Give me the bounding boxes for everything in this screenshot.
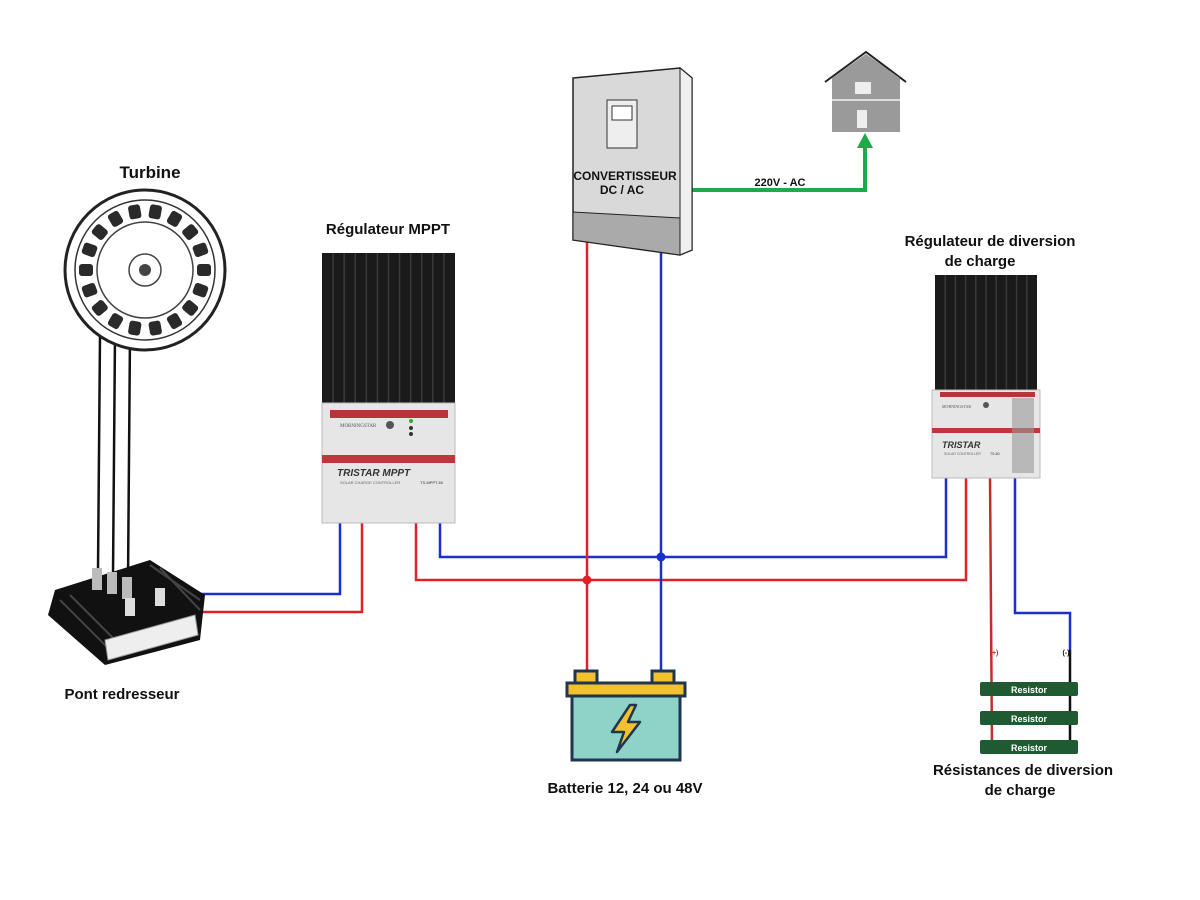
stator-coil	[107, 313, 124, 330]
diversion-neg-wire	[1013, 476, 1072, 650]
plus-label: (+)	[990, 650, 999, 657]
turbine-wire	[96, 334, 102, 571]
diversion-label-1: Régulateur de diversion	[905, 233, 1076, 250]
resistor: Resistor	[980, 711, 1078, 725]
turbine-wire	[111, 334, 117, 576]
stator-coil	[81, 242, 98, 258]
diversion-model: TS-60	[990, 452, 1000, 456]
mppt-brand: TRISTAR MPPT	[337, 468, 411, 479]
converter-label-2: DC / AC	[600, 183, 645, 197]
junction-pos	[582, 575, 592, 585]
converter-label-1: CONVERTISSEUR	[573, 169, 677, 183]
mppt-controller: MORNINGSTAR TRISTAR MPPT SOLAR CHARGE CO…	[321, 253, 456, 524]
minus-label: (-)	[1063, 650, 1070, 657]
bridge-pos-wire	[165, 508, 364, 614]
resistors-label-1: Résistances de diversion	[933, 762, 1113, 779]
stator-coil	[128, 204, 142, 220]
lightning-icon	[610, 703, 642, 754]
stator-coil	[128, 320, 142, 336]
bridge-neg-wire	[160, 508, 342, 596]
resistor: Resistor	[980, 682, 1078, 696]
diversion-pos-wire	[988, 475, 994, 749]
ac-wire	[692, 145, 867, 192]
stator-coil	[166, 313, 183, 330]
diversion-controller: MORNINGSTAR TRISTAR SOLAR CONTROLLER TS-…	[931, 275, 1041, 479]
turbine-label: Turbine	[119, 163, 180, 182]
diversion-label-2: de charge	[945, 253, 1016, 270]
mppt-sub: SOLAR CHARGE CONTROLLER	[340, 480, 400, 485]
stator-coil	[81, 282, 98, 298]
diversion-brand: TRISTAR	[942, 440, 981, 450]
stator-coil	[91, 224, 108, 240]
stator-coil	[197, 264, 211, 276]
stator-coil	[79, 264, 93, 276]
ac-arrow-icon	[857, 133, 873, 148]
battery-pos-bus	[414, 476, 968, 582]
battery-neg-bus	[438, 476, 948, 559]
turbine-wire	[126, 334, 132, 581]
stator-coil	[148, 204, 162, 220]
resistor-bank: Resistor Resistor Resistor	[980, 682, 1078, 754]
stator-coil	[192, 242, 209, 258]
battery-icon	[565, 669, 687, 762]
wires	[96, 133, 1072, 749]
battery-label: Batterie 12, 24 ou 48V	[547, 780, 702, 797]
house-icon	[824, 50, 907, 132]
maker-logo: MORNINGSTAR	[340, 424, 377, 429]
resistor: Resistor	[980, 740, 1078, 754]
stator-coil	[148, 320, 162, 336]
mppt-model: TS-MPPT-60	[420, 480, 444, 485]
turbine	[63, 188, 227, 352]
ac-label: 220V - AC	[755, 177, 806, 189]
stator-coil	[166, 210, 183, 227]
resistors-label-2: de charge	[985, 782, 1056, 799]
resistor-label: Resistor	[1011, 685, 1048, 695]
junction-neg	[656, 552, 666, 562]
dc-ac-converter	[572, 66, 693, 256]
stator-coil	[182, 224, 199, 240]
resistor-label: Resistor	[1011, 743, 1048, 753]
stator-coil	[107, 210, 124, 227]
diversion-sub: SOLAR CONTROLLER	[944, 452, 981, 456]
stator-coil	[91, 300, 108, 316]
resistor-label: Resistor	[1011, 714, 1048, 724]
stator-coil	[182, 300, 199, 316]
mppt-label: Régulateur MPPT	[326, 221, 450, 238]
bridge-label: Pont redresseur	[64, 686, 179, 703]
maker-logo: MORNINGSTAR	[942, 404, 971, 409]
bridge-rectifier	[48, 560, 205, 665]
stator-coil	[192, 282, 209, 298]
